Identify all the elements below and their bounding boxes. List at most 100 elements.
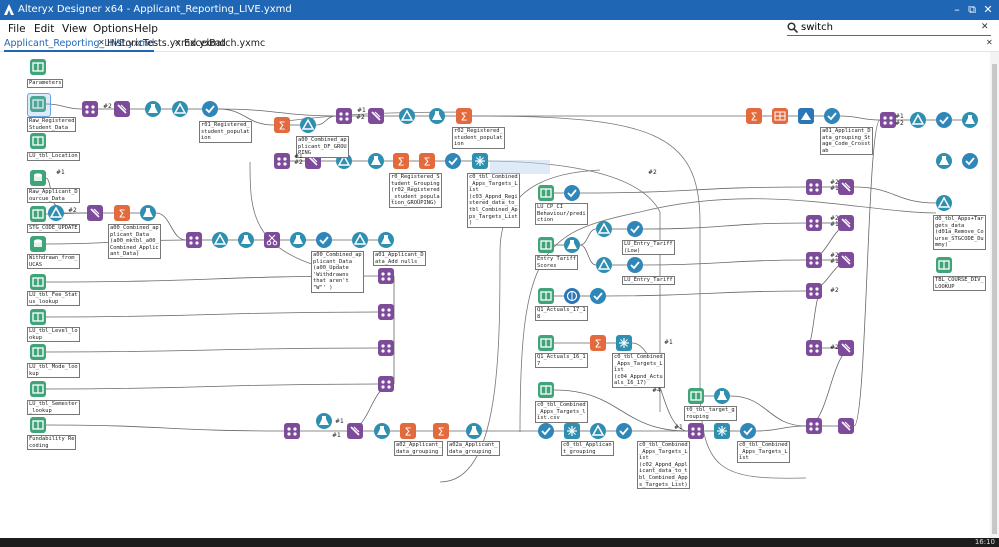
- target-grouping-input[interactable]: [688, 388, 704, 404]
- actuals-16-17-input[interactable]: [538, 335, 554, 351]
- formula-tool[interactable]: [374, 423, 390, 439]
- join-tool[interactable]: [284, 423, 300, 439]
- summarize-tool[interactable]: Σ: [419, 153, 435, 169]
- union-tool[interactable]: [806, 283, 822, 299]
- stg-code-update-input[interactable]: [30, 206, 46, 222]
- semester-lookup-input[interactable]: [30, 381, 46, 397]
- tabbar-close-icon[interactable]: ✕: [986, 38, 993, 47]
- browse-tool[interactable]: [590, 288, 606, 304]
- formula-tool[interactable]: [429, 108, 445, 124]
- browse-tool[interactable]: [202, 101, 218, 117]
- course-div-input[interactable]: [936, 257, 952, 273]
- fee-status-input[interactable]: [30, 274, 46, 290]
- text-to-columns-tool[interactable]: [264, 232, 280, 248]
- browse-tool[interactable]: [616, 423, 632, 439]
- summarize-tool[interactable]: Σ: [274, 117, 290, 133]
- summarize-tool[interactable]: Σ: [114, 205, 130, 221]
- select-tool[interactable]: [838, 418, 854, 434]
- formula-tool[interactable]: [316, 413, 332, 429]
- select-tool[interactable]: [347, 423, 363, 439]
- formula-tool[interactable]: [238, 232, 254, 248]
- filter-tool[interactable]: [48, 205, 64, 221]
- summarize-tool[interactable]: Σ: [746, 108, 762, 124]
- formula-tool[interactable]: [140, 205, 156, 221]
- union-tool[interactable]: [806, 340, 822, 356]
- summarize-tool[interactable]: Σ: [393, 153, 409, 169]
- select-tool[interactable]: [838, 252, 854, 268]
- lu-location-input[interactable]: [30, 133, 46, 149]
- raw-registered-student-input[interactable]: [30, 96, 46, 112]
- summarize-tool[interactable]: Σ: [433, 423, 449, 439]
- select-tool[interactable]: [838, 179, 854, 195]
- join-tool[interactable]: [336, 108, 352, 124]
- union-tool[interactable]: [806, 418, 822, 434]
- close-button[interactable]: ✕: [983, 3, 993, 16]
- select-tool[interactable]: [838, 215, 854, 231]
- union-tool[interactable]: [688, 423, 704, 439]
- search-clear-icon[interactable]: ✕: [981, 22, 989, 32]
- filter-tool[interactable]: [596, 257, 612, 273]
- union-tool[interactable]: [378, 304, 394, 320]
- raw-applicant-input[interactable]: [30, 170, 46, 186]
- record-id-tool[interactable]: [714, 423, 730, 439]
- formula-tool[interactable]: [145, 101, 161, 117]
- select-tool[interactable]: [114, 101, 130, 117]
- search-input[interactable]: [801, 21, 989, 33]
- dynamic-rename-tool[interactable]: [798, 108, 814, 124]
- tab-applicant-reporting-live[interactable]: Applicant_Reporting_LIVE.yxmd: [4, 37, 155, 52]
- filter-tool[interactable]: [352, 232, 368, 248]
- browse-tool[interactable]: [740, 423, 756, 439]
- formula-tool[interactable]: [714, 388, 730, 404]
- formula-tool[interactable]: [466, 423, 482, 439]
- menu-options[interactable]: Options: [93, 23, 134, 35]
- browse-tool[interactable]: [538, 423, 554, 439]
- filter-tool[interactable]: [596, 221, 612, 237]
- browse-tool[interactable]: [316, 232, 332, 248]
- browse-tool[interactable]: [962, 153, 978, 169]
- formula-tool[interactable]: [368, 153, 384, 169]
- menu-edit[interactable]: Edit: [34, 23, 55, 35]
- tab-close-icon[interactable]: ✕: [174, 38, 181, 47]
- crosstab-tool[interactable]: [772, 108, 788, 124]
- record-id-tool[interactable]: [616, 335, 632, 351]
- mode-lookup-input[interactable]: [30, 344, 46, 360]
- union-tool[interactable]: [378, 268, 394, 284]
- browse-tool[interactable]: [564, 185, 580, 201]
- dynamic-input-tool[interactable]: [564, 288, 580, 304]
- summarize-tool[interactable]: Σ: [456, 108, 472, 124]
- filter-tool[interactable]: [172, 101, 188, 117]
- maximize-button[interactable]: ⧉: [968, 3, 976, 16]
- filter-tool[interactable]: [590, 423, 606, 439]
- browse-tool[interactable]: [936, 112, 952, 128]
- menu-help[interactable]: Help: [134, 23, 158, 35]
- join-tool[interactable]: [82, 101, 98, 117]
- tab-historic-tests[interactable]: HistoricTests.yxmd.yxmd: [107, 38, 226, 49]
- actuals-17-18-input[interactable]: [538, 288, 554, 304]
- join-tool[interactable]: [806, 252, 822, 268]
- join-tool[interactable]: [806, 215, 822, 231]
- select-tool[interactable]: [368, 108, 384, 124]
- record-id-tool[interactable]: [472, 153, 488, 169]
- menu-view[interactable]: View: [62, 23, 87, 35]
- minimize-button[interactable]: –: [954, 3, 960, 16]
- formula-tool[interactable]: [290, 232, 306, 248]
- summarize-tool[interactable]: Σ: [590, 335, 606, 351]
- formula-tool[interactable]: [962, 112, 978, 128]
- level-lookup-input[interactable]: [30, 309, 46, 325]
- fundability-input[interactable]: [30, 417, 46, 433]
- formula-tool[interactable]: [378, 232, 394, 248]
- cp-ci-input[interactable]: [538, 185, 554, 201]
- vertical-scrollbar[interactable]: [990, 52, 999, 538]
- menu-file[interactable]: File: [8, 23, 26, 35]
- tab-excel-batch[interactable]: ExcelBatch.yxmc: [184, 38, 266, 49]
- formula-tool[interactable]: [564, 237, 580, 253]
- browse-tool[interactable]: [445, 153, 461, 169]
- filter-tool[interactable]: [910, 112, 926, 128]
- tab-close-icon[interactable]: ✕: [98, 38, 105, 47]
- union-tool[interactable]: [378, 340, 394, 356]
- record-id-tool[interactable]: [564, 423, 580, 439]
- filter-tool[interactable]: [936, 195, 952, 211]
- select-tool[interactable]: [838, 340, 854, 356]
- browse-tool[interactable]: [824, 108, 840, 124]
